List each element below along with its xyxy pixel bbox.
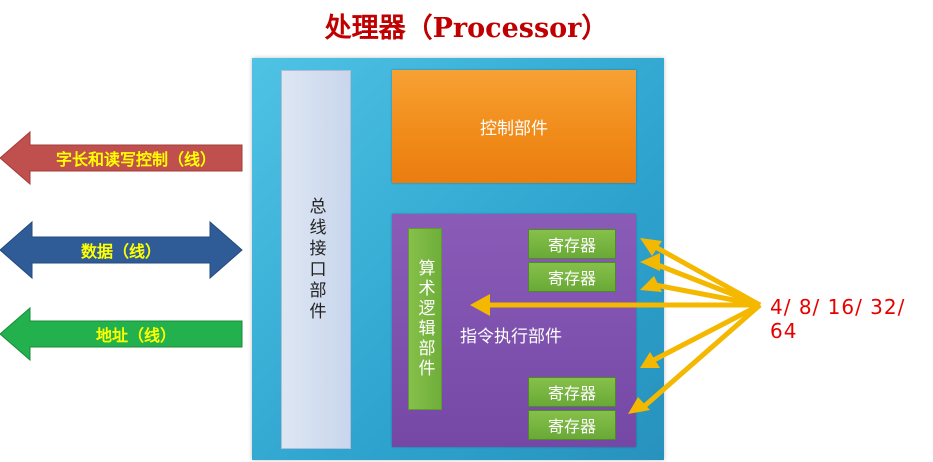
register-3: 寄存器 — [528, 377, 616, 407]
word-size-pointers — [470, 238, 762, 414]
control-unit-label: 控制部件 — [480, 119, 548, 139]
control-unit: 控制部件 — [392, 70, 636, 183]
control-line-arrow — [0, 130, 243, 186]
address-line-arrow — [0, 306, 243, 362]
alu-label: 算术逻辑部件 — [414, 259, 435, 379]
alu: 算术逻辑部件 — [408, 228, 442, 410]
bus-interface-label: 总线接口部件 — [305, 196, 326, 323]
data-line-arrow — [0, 220, 243, 280]
register-1: 寄存器 — [528, 229, 616, 259]
register-4: 寄存器 — [528, 410, 616, 440]
register-2: 寄存器 — [528, 262, 616, 292]
execution-unit-label: 指令执行部件 — [460, 327, 562, 347]
word-size-label: 4/ 8/ 16/ 32/ 64 — [770, 295, 906, 343]
bus-interface-unit: 总线接口部件 — [281, 70, 351, 449]
data-line-label: 数据（线） — [80, 242, 161, 261]
address-line-label: 地址（线） — [95, 326, 176, 345]
page-title: 处理器（Processor） — [324, 13, 609, 44]
control-line-label: 字长和读写控制（线） — [55, 150, 216, 169]
